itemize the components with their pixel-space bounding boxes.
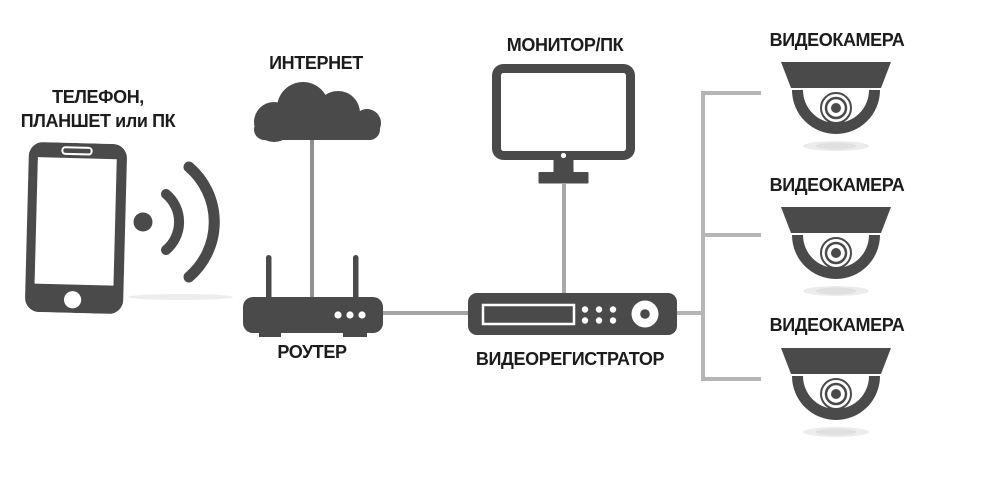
dome-camera-icon xyxy=(781,62,891,151)
connector-monitor-dvr xyxy=(562,184,566,294)
connector-router-dvr xyxy=(383,311,468,315)
phone-home-button xyxy=(64,291,82,309)
monitor-stand-neck xyxy=(553,159,574,175)
camera-lens xyxy=(820,92,852,124)
phone-speaker xyxy=(61,146,93,156)
connector-branch-camera-3 xyxy=(701,377,761,381)
phone-shadow xyxy=(128,294,233,300)
dvr-label: ВИДЕОРЕГИСТРАТОР xyxy=(475,349,665,369)
monitor-screen xyxy=(492,64,635,160)
phone-screen xyxy=(34,157,117,286)
router-antenna-right xyxy=(353,255,359,301)
dome-camera-icon xyxy=(781,207,891,296)
monitor-stand-base xyxy=(538,172,589,184)
router-label: РОУТЕР xyxy=(277,342,347,362)
connector-branch-camera-2 xyxy=(701,233,761,237)
camera-lens xyxy=(820,237,852,269)
camera-lens xyxy=(820,378,852,410)
dvr-display xyxy=(481,303,576,326)
camera-label: ВИДЕОКАМЕРА xyxy=(769,175,905,195)
connector-branch-camera-1 xyxy=(701,91,761,95)
monitor-icon xyxy=(492,64,635,184)
connector-internet-router xyxy=(310,140,314,298)
dome-camera-icon xyxy=(781,348,891,437)
router-icon xyxy=(243,255,383,337)
cloud-icon xyxy=(254,82,381,142)
camera-label: ВИДЕОКАМЕРА xyxy=(769,315,905,335)
camera-label: ВИДЕОКАМЕРА xyxy=(769,30,905,50)
internet-label: ИНТЕРНЕТ xyxy=(269,53,363,73)
wifi-signal-icon xyxy=(133,161,220,283)
monitor-label: МОНИТОР/ПК xyxy=(506,35,624,55)
connector-dvr-cameras xyxy=(677,311,705,315)
smartphone-icon xyxy=(25,142,127,314)
phone-label: ТЕЛЕФОН, ПЛАНШЕТ или ПК xyxy=(8,85,188,133)
router-antenna-left xyxy=(266,255,272,301)
dvr-icon xyxy=(468,293,677,335)
phone-label-line1: ТЕЛЕФОН, xyxy=(52,87,144,107)
phone-label-line2: ПЛАНШЕТ или ПК xyxy=(20,111,176,131)
